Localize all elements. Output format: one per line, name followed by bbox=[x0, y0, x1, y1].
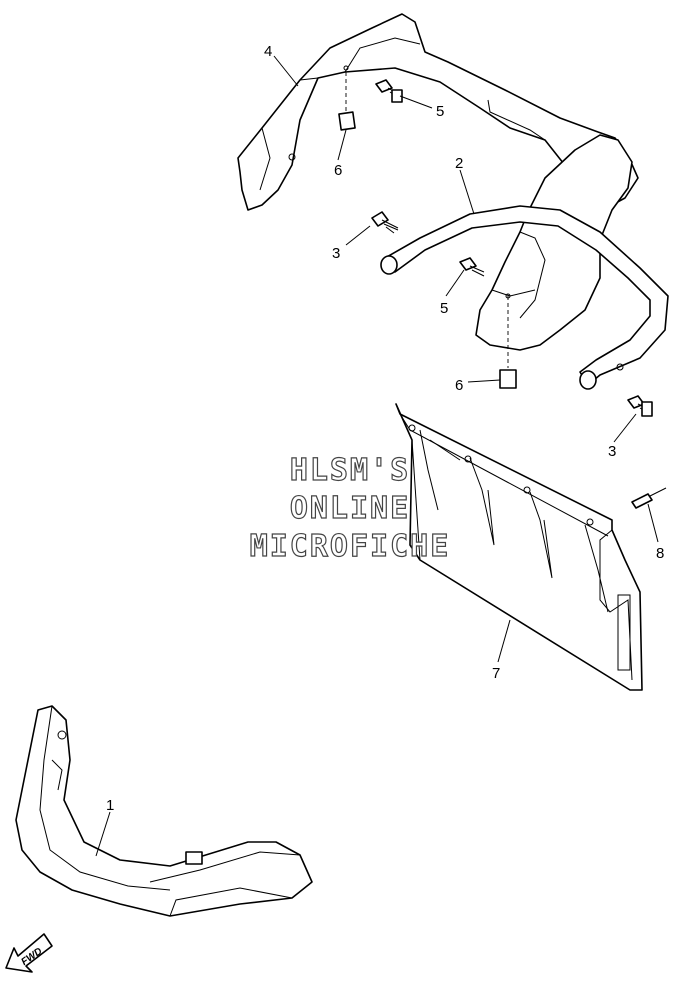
watermark-line-1: HLSM'S bbox=[290, 453, 410, 488]
callout-5b: 5 bbox=[440, 300, 448, 317]
bolt-3a bbox=[371, 211, 399, 234]
rivet-8 bbox=[631, 487, 667, 509]
callout-3a: 3 bbox=[332, 245, 340, 262]
callouts: 4 5 6 2 3 5 6 3 8 7 1 bbox=[106, 43, 664, 814]
callout-6b: 6 bbox=[455, 377, 463, 394]
watermark-line-3: MICROFICHE bbox=[250, 529, 451, 564]
callout-1: 1 bbox=[106, 797, 114, 814]
bolt-5a bbox=[375, 79, 403, 103]
fwd-arrow: FWD bbox=[5, 933, 53, 973]
callout-7: 7 bbox=[492, 665, 500, 682]
watermark: HLSM'S ONLINE MICROFICHE bbox=[249, 452, 451, 564]
clip-6b bbox=[499, 369, 517, 389]
callout-4: 4 bbox=[264, 43, 272, 60]
watermark-line-2: ONLINE bbox=[290, 491, 410, 526]
bolt-5b bbox=[459, 257, 485, 277]
callout-5a: 5 bbox=[436, 103, 444, 120]
part-2-tube bbox=[380, 205, 669, 390]
callout-2: 2 bbox=[455, 155, 463, 172]
leader-lines bbox=[95, 55, 659, 857]
part-7-panel bbox=[395, 403, 643, 691]
callout-3b: 3 bbox=[608, 443, 616, 460]
bolt-3b bbox=[627, 395, 653, 417]
callout-8: 8 bbox=[656, 545, 664, 562]
part-1-bumper bbox=[15, 705, 313, 917]
callout-6a: 6 bbox=[334, 162, 342, 179]
clip-6a bbox=[338, 111, 356, 131]
